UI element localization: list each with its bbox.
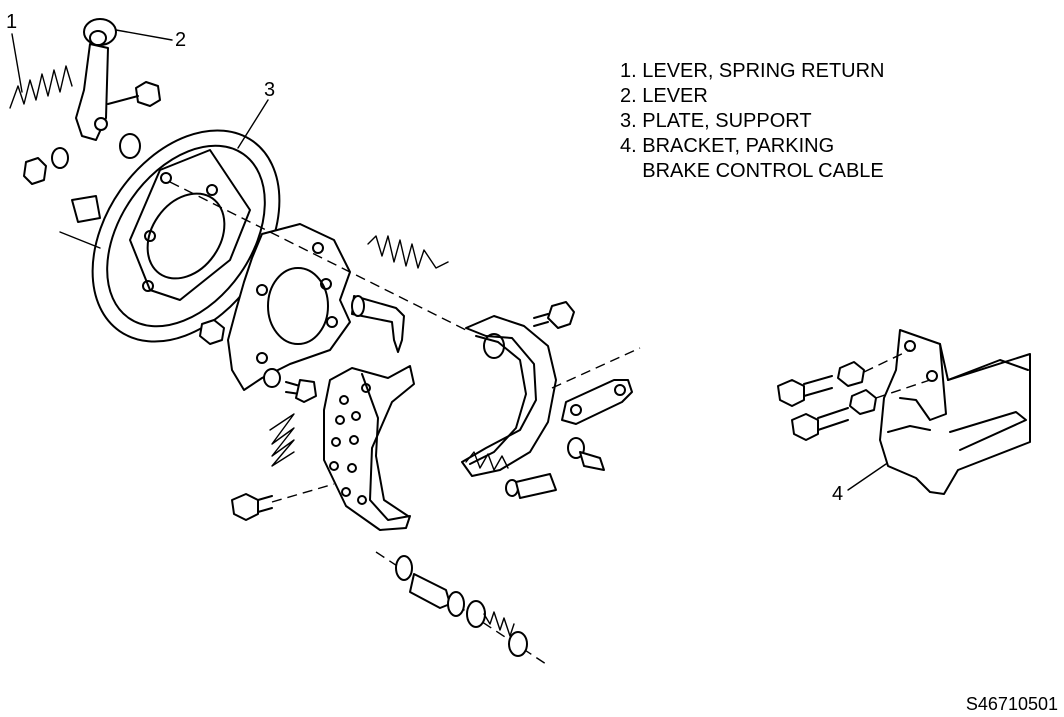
assembly-guide-line: [169, 181, 471, 333]
return-spring: [9, 65, 73, 109]
spring-lower: [269, 413, 295, 467]
legend-item-1: 1. LEVER, SPRING RETURN: [620, 60, 885, 82]
legend-item-4-continued: BRAKE CONTROL CABLE: [620, 160, 884, 182]
pivot-hardware-stack: [395, 555, 528, 657]
brake-shoe-rear: [461, 315, 557, 477]
spring-upper: [367, 235, 449, 269]
bolt-rear-top: [533, 301, 575, 329]
adjuster-pin: [351, 295, 405, 353]
legend-item-2: 2. LEVER: [620, 85, 708, 107]
bolt-mid: [263, 368, 317, 403]
link-guide-line: [551, 347, 641, 389]
legend-item-3: 3. PLATE, SUPPORT: [620, 110, 812, 132]
bolt-lower-left: [231, 483, 335, 521]
callout-3-number: 3: [264, 79, 275, 101]
adjuster-screw: [567, 437, 605, 471]
callout-1-number: 1: [6, 11, 17, 33]
washer-large: [119, 133, 141, 159]
callout-2-number: 2: [175, 29, 186, 51]
nut-top-left: [23, 157, 47, 185]
callout-2: 2: [115, 29, 186, 51]
backing-plate: [59, 129, 281, 343]
brake-shoe-front: [323, 365, 415, 531]
spring-shoe: [465, 451, 509, 471]
bracket-bolts: [777, 349, 931, 441]
callout-4-number: 4: [832, 483, 843, 505]
callout-3: 3: [237, 79, 275, 149]
link-plate: [561, 379, 633, 425]
callout-4: 4: [832, 463, 887, 505]
washer-small: [51, 147, 69, 169]
figure-id: S46710501: [965, 694, 1058, 714]
cable-bracket: [879, 329, 1031, 495]
legend-item-4: 4. BRACKET, PARKING: [620, 135, 835, 157]
callout-1: 1: [6, 11, 23, 93]
nut-mid: [199, 319, 225, 345]
bolt-top-left: [107, 81, 161, 107]
strut: [505, 473, 557, 499]
lever: [75, 18, 117, 141]
